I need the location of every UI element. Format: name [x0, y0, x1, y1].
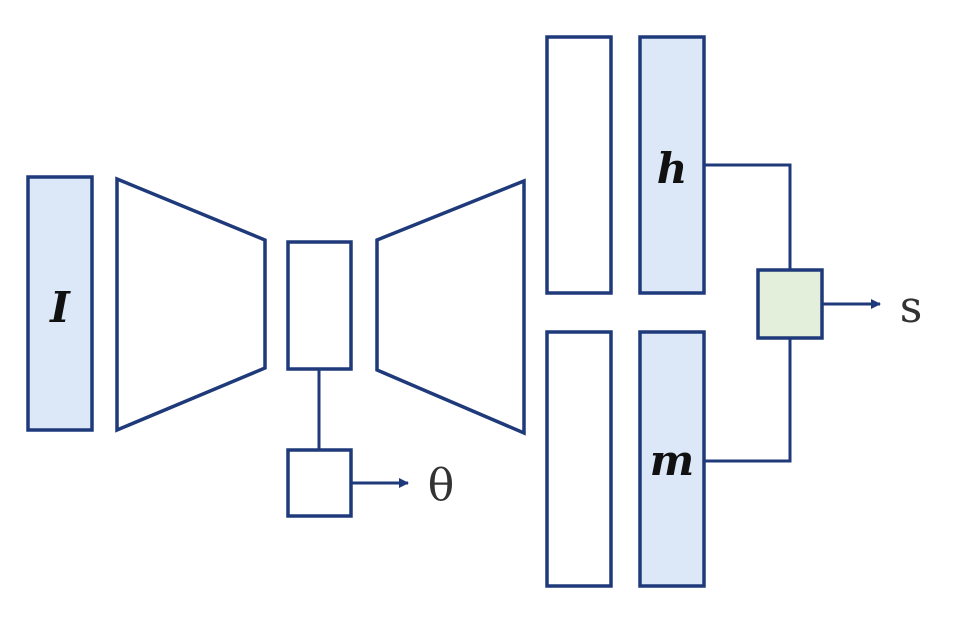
- h-to-fusion-connector: [704, 163, 792, 270]
- h-label: h: [657, 144, 688, 193]
- theta-head-block: [286, 448, 353, 518]
- lower-feature-block: [545, 330, 613, 588]
- input-block: [26, 175, 94, 432]
- m-to-fusion-connector: [704, 338, 792, 463]
- upper-feature-block: [545, 35, 613, 295]
- encoder-trapezoid: [115, 176, 267, 433]
- m-block: [638, 330, 706, 588]
- theta-label: θ: [428, 460, 455, 511]
- fusion-block: [756, 268, 824, 340]
- input-label: I: [49, 283, 71, 332]
- bottleneck-block: [286, 240, 353, 371]
- decoder-trapezoid: [375, 178, 526, 436]
- s-label: s: [900, 282, 923, 333]
- m-label: m: [650, 436, 694, 485]
